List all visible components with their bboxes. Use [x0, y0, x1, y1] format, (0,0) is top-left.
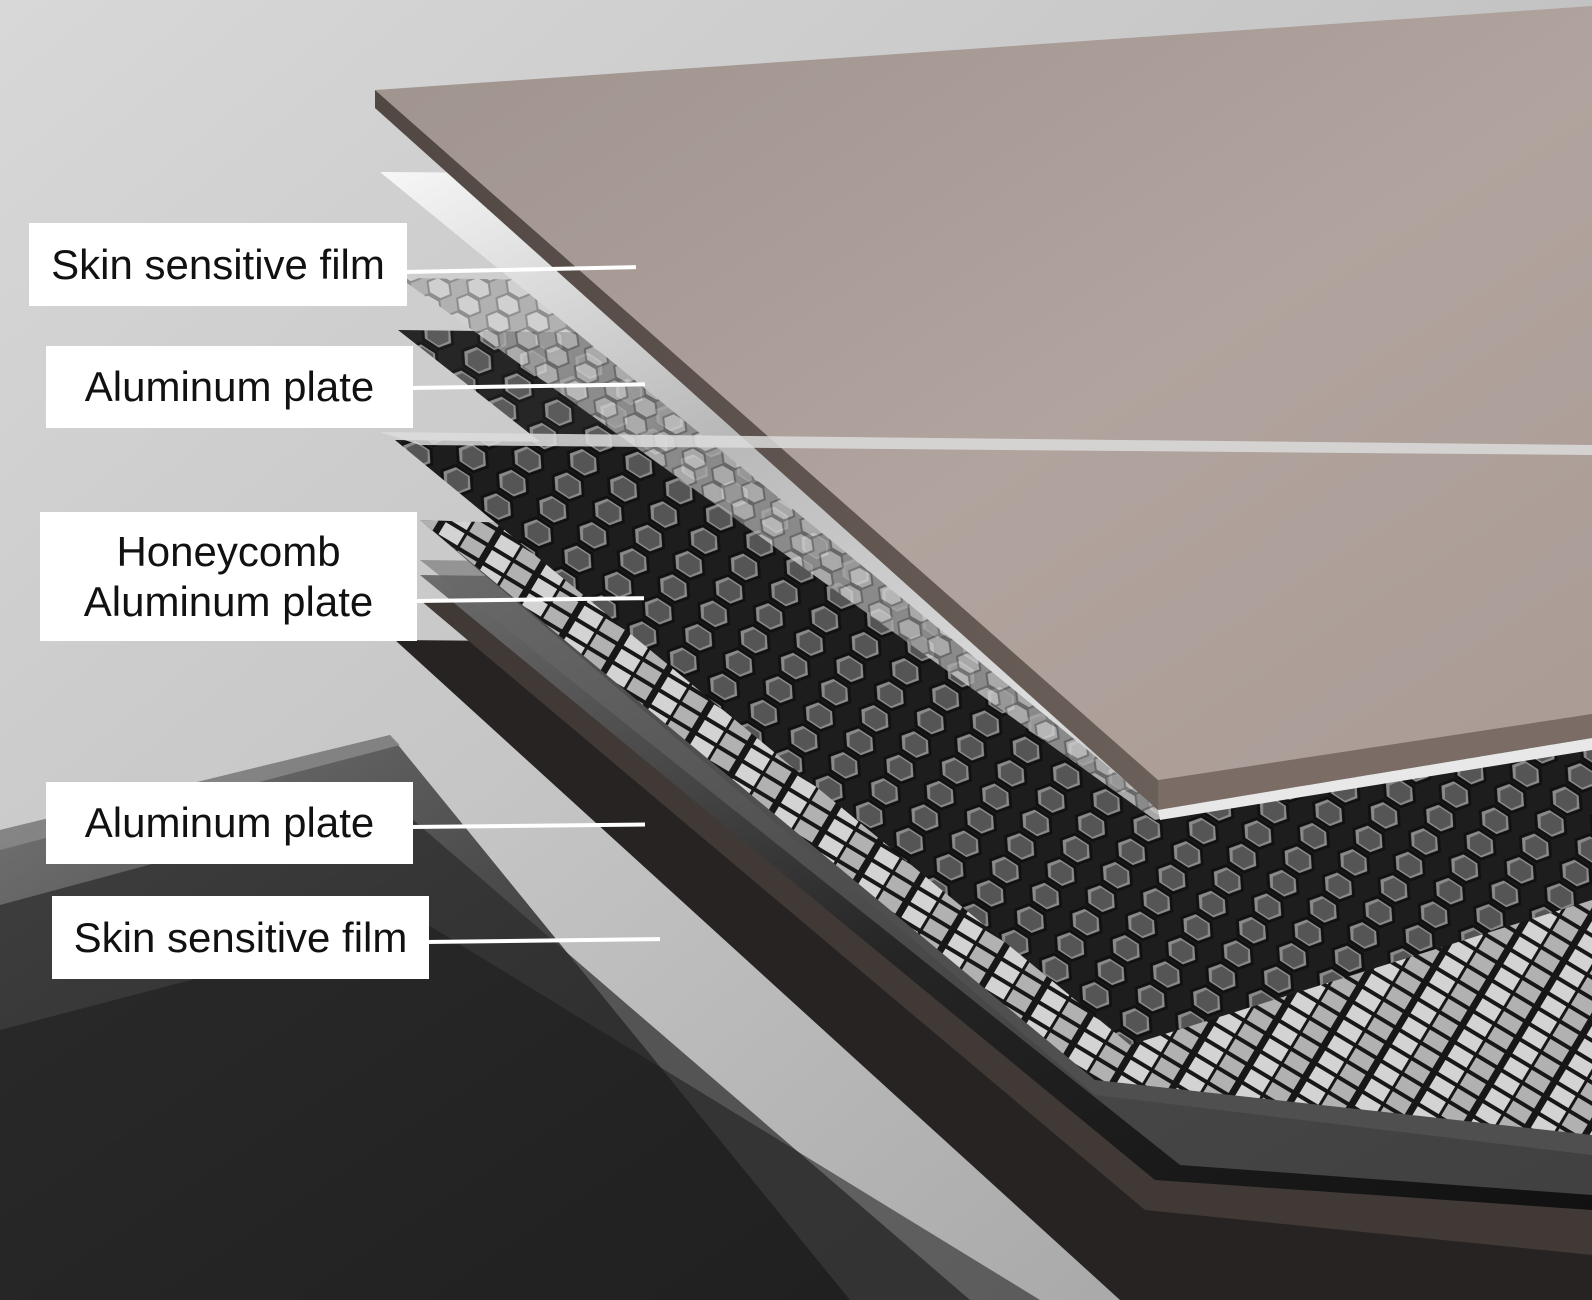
- bottom-skin-film-label-text: Skin sensitive film: [73, 913, 408, 961]
- bottom-aluminum-plate-label: Aluminum plate: [46, 782, 413, 864]
- top-aluminum-plate-label: Aluminum plate: [46, 346, 413, 428]
- top-skin-film-label: Skin sensitive film: [29, 223, 407, 306]
- honeycomb-label-line-2: Aluminum plate: [83, 577, 374, 625]
- top-aluminum-plate-label-text: Aluminum plate: [84, 363, 375, 411]
- bottom-skin-film-label: Skin sensitive film: [52, 896, 429, 979]
- top-skin-film-label-text: Skin sensitive film: [51, 240, 385, 288]
- honeycomb-label-lines: Honeycomb Aluminum plate: [84, 527, 373, 626]
- honeycomb-label-line-1: Honeycomb: [116, 527, 341, 575]
- bottom-aluminum-plate-label-text: Aluminum plate: [84, 799, 375, 847]
- honeycomb-aluminum-plate-label: Honeycomb Aluminum plate: [40, 512, 417, 641]
